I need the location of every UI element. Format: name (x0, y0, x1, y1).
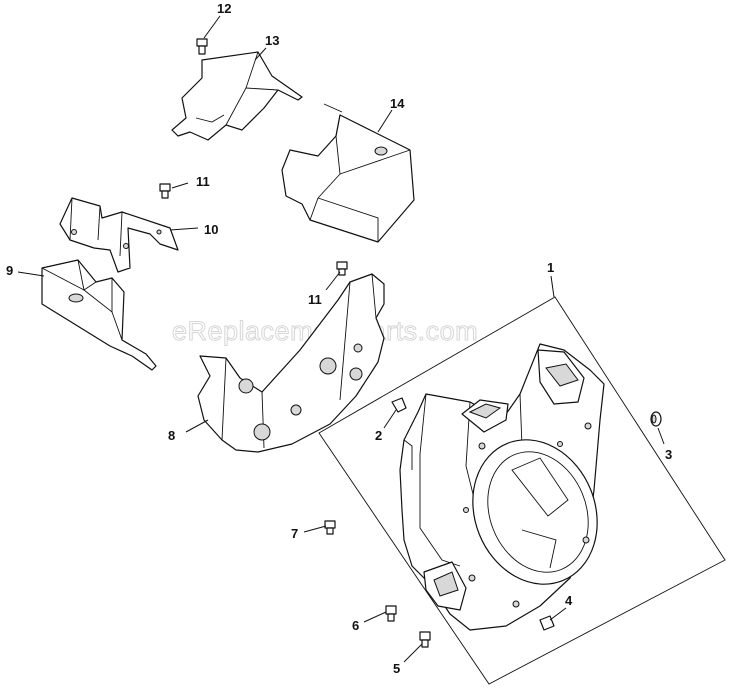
part-13-shroud-plate (171, 51, 303, 141)
callout-1: 1 (547, 260, 554, 275)
callout-13: 13 (265, 33, 279, 48)
callout-11-upper: 11 (196, 174, 210, 189)
part-12-screw (196, 38, 208, 55)
callout-labels: 12 13 14 11 10 9 11 1 2 3 8 7 4 6 5 (6, 1, 672, 676)
leader-lines (17, 15, 665, 663)
part-7-screw (324, 520, 336, 535)
part-8-lower-baffle (197, 273, 385, 453)
callout-8: 8 (168, 428, 175, 443)
part-11-screw-lower (336, 261, 348, 276)
part-1-blower-housing (318, 296, 726, 685)
part-11-screw-upper (159, 183, 171, 199)
callout-7: 7 (291, 526, 298, 541)
part-6-screw (385, 605, 397, 622)
callout-12: 12 (217, 1, 231, 16)
callout-3: 3 (665, 447, 672, 462)
part-14-shroud-cover (281, 103, 415, 243)
part-3-plug (650, 411, 662, 427)
callout-14: 14 (390, 96, 405, 111)
callout-6: 6 (352, 618, 359, 633)
part-2-clip (391, 397, 407, 413)
part-5-screw (419, 631, 431, 648)
part-9-baffle (41, 259, 157, 371)
callout-4: 4 (565, 593, 573, 608)
callout-2: 2 (375, 428, 382, 443)
callout-5: 5 (393, 661, 400, 676)
callout-10: 10 (204, 222, 218, 237)
part-10-bracket (59, 197, 179, 273)
callout-11-lower: 11 (308, 292, 322, 307)
callout-9: 9 (6, 263, 13, 278)
